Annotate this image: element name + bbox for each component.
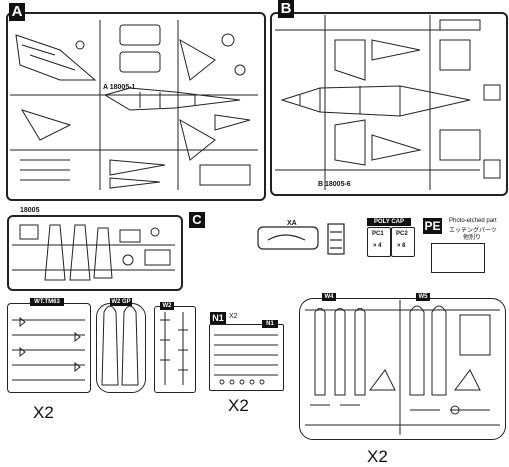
n1-qty: X2 — [229, 313, 238, 320]
poly-cap-box-2 — [391, 227, 415, 257]
pe-placeholder-box — [431, 243, 485, 273]
pe-line-2: エッチングパーツ — [449, 228, 497, 234]
sprue-c-part-number: 18005 — [20, 207, 40, 214]
poly-cap-pc2-qty: × 8 — [397, 243, 406, 249]
w4-sprue-tag: W4 — [322, 293, 336, 301]
w1-sprue-tag: W2 GP — [110, 298, 132, 306]
w4-w5-sprue-frame — [299, 298, 506, 440]
w2-sprue-tag: W2 — [160, 302, 174, 310]
pe-line-3: 他別り — [463, 235, 482, 241]
sprue-b-part-number: B 18005-6 — [318, 181, 351, 188]
sprue-a-part-number: A 18005-1 — [103, 84, 136, 91]
poly-cap-pc2-label: PC2 — [396, 231, 408, 237]
pe-letter: PE — [423, 218, 442, 234]
sprue-c-letter: C — [189, 212, 205, 228]
n1-sprue-tag: N1 — [262, 320, 278, 328]
pe-line-1: Photo-etched part — [449, 218, 497, 224]
poly-cap-box-1 — [367, 227, 391, 257]
wt-sprue-frame — [7, 303, 91, 393]
sprue-b-frame — [270, 12, 508, 196]
multiplier-right: X2 — [367, 447, 388, 466]
w5-sprue-tag: W5 — [416, 293, 430, 301]
poly-cap-pc1-qty: × 4 — [373, 243, 382, 249]
multiplier-left: X2 — [33, 403, 54, 422]
multiplier-middle: X2 — [228, 396, 249, 415]
poly-cap-title: POLY CAP — [367, 218, 411, 226]
xa-tag: XA — [287, 220, 297, 227]
sprue-a-letter: A — [9, 3, 25, 21]
sprue-b-letter: B — [278, 0, 294, 18]
poly-cap-pc1-label: PC1 — [372, 231, 384, 237]
sprue-c-frame — [7, 215, 183, 291]
wt-sprue-tag: WT.TM63 — [30, 298, 64, 306]
n1-letter: N1 — [210, 312, 226, 324]
